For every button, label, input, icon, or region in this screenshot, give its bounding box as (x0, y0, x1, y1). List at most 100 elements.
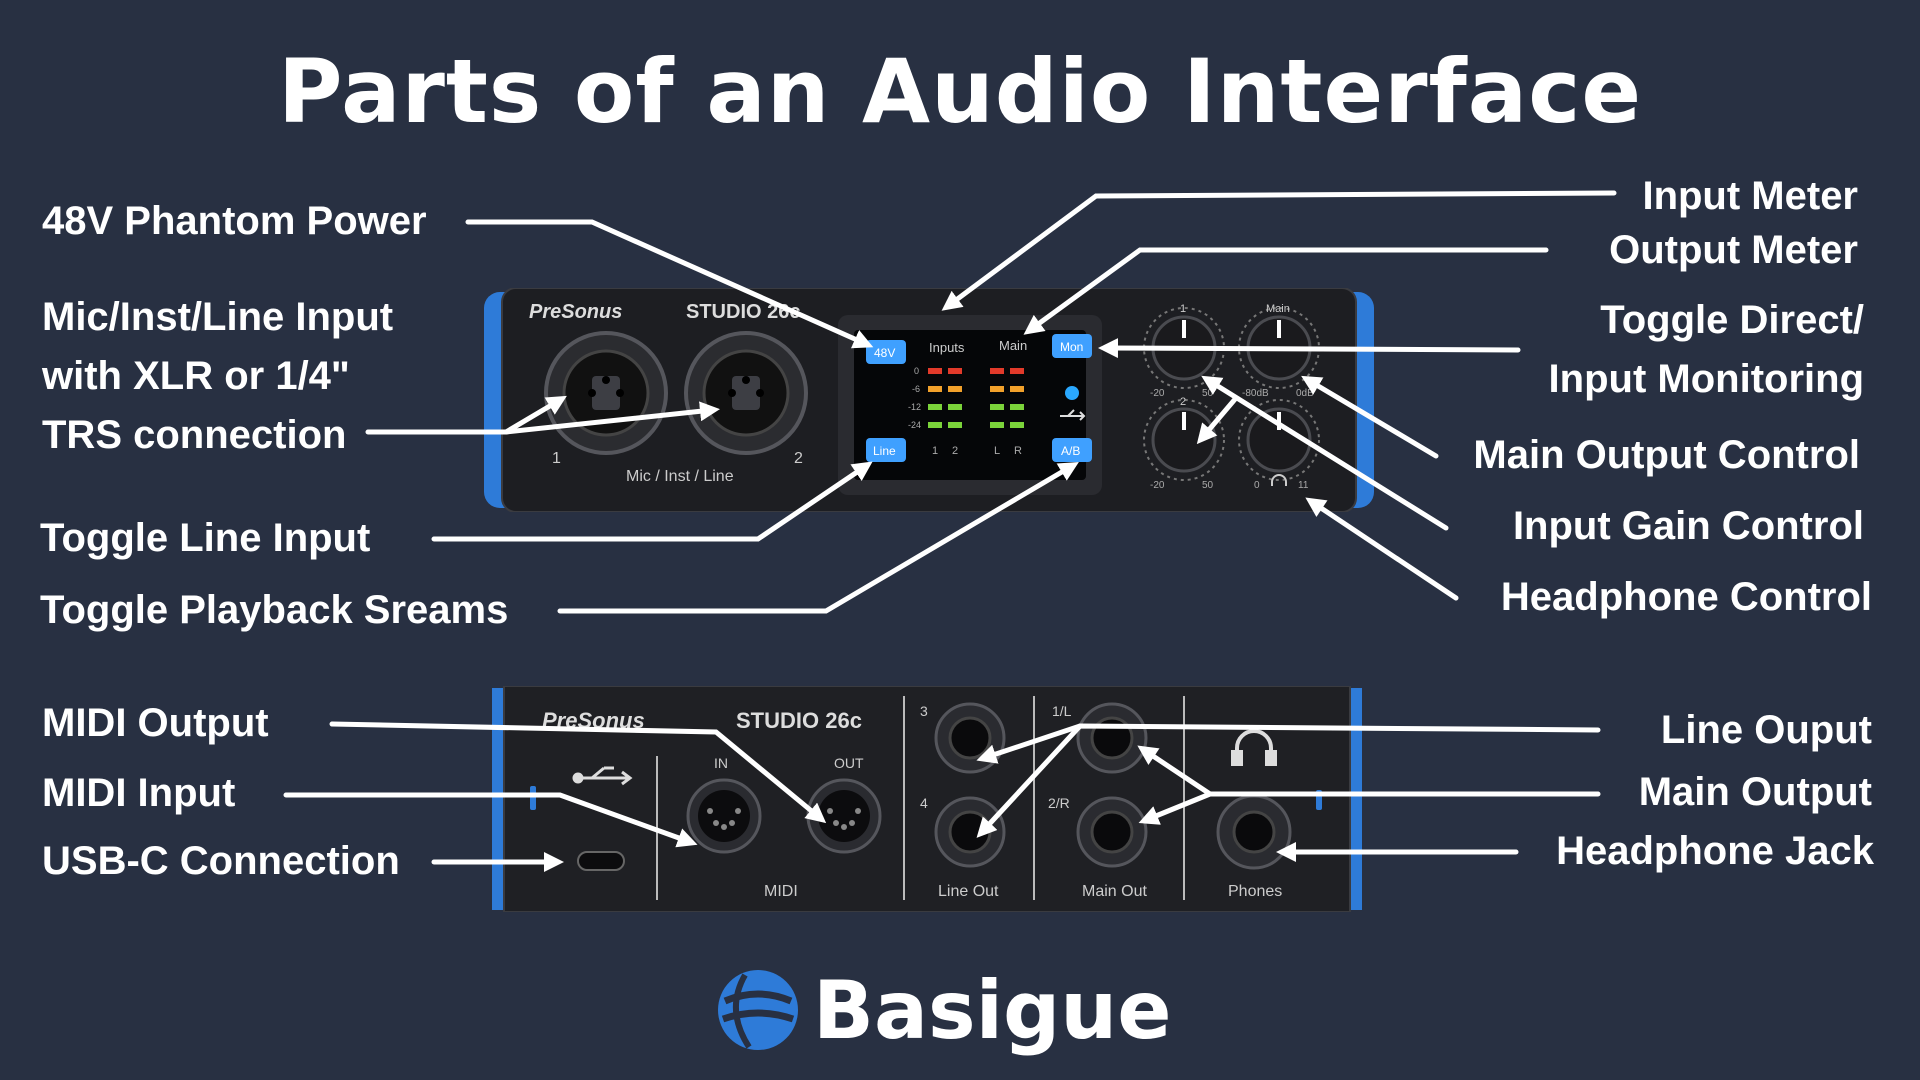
meter-scale-12: -12 (908, 402, 921, 412)
phones-label: Phones (1228, 883, 1282, 900)
input-meter (928, 368, 962, 428)
label-usbc: USB-C Connection (42, 839, 400, 883)
label-input-meter: Input Meter (1642, 174, 1858, 218)
front-model-label: STUDIO 26c (686, 301, 800, 323)
combo-input-2[interactable] (684, 331, 808, 455)
arrow-input-gain-b (1196, 395, 1239, 445)
main-min: -80dB (1242, 388, 1269, 399)
meter-l: L (994, 445, 1000, 457)
meter-scale-0: 0 (914, 366, 919, 376)
usb-status-led (1065, 386, 1079, 400)
rear-end-cap-left (492, 688, 506, 910)
meter-scale-24: -24 (908, 420, 921, 430)
meter-r: R (1014, 445, 1022, 457)
jack-1l-label: 1/L (1052, 703, 1072, 719)
rear-model-label: STUDIO 26c (736, 708, 862, 733)
label-main-output: Main Output (1638, 770, 1872, 814)
label-line-output: Line Ouput (1660, 708, 1872, 752)
ab-button-label: A/B (1061, 444, 1080, 458)
arrow-line-output-4 (976, 723, 1083, 838)
main-out-label: Main Out (1082, 883, 1147, 900)
front-brand-logo: PreSonus (529, 301, 622, 323)
output-meter (990, 368, 1024, 428)
display-inputs-label: Inputs (929, 340, 965, 355)
arrow-midi-input (283, 792, 698, 848)
phantom-48v-label: 48V (874, 346, 895, 360)
label-input-gain: Input Gain Control (1512, 504, 1864, 548)
mon-button-label: Mon (1060, 340, 1083, 354)
label-main-output-control: Main Output Control (1473, 433, 1860, 477)
arrow-phantom (465, 219, 874, 349)
label-mic-line-3: TRS connection (42, 413, 347, 457)
rear-panel: PreSonus STUDIO 26c IN OUT MIDI 3 4 (492, 686, 1362, 912)
display-screen (854, 330, 1086, 480)
rear-led-left (530, 786, 536, 810)
arrow-main-output-control (1301, 375, 1439, 459)
headphone-knob[interactable] (1238, 399, 1320, 481)
main-knob-label: Main (1266, 303, 1290, 315)
hp-max: 11 (1298, 480, 1309, 491)
arrow-toggle-direct (1098, 338, 1521, 359)
midi-out-label: OUT (834, 755, 864, 771)
label-toggle-playback: Toggle Playback Sreams (40, 588, 509, 632)
arrow-headphone-control (1305, 497, 1459, 601)
ab-button[interactable] (1052, 438, 1092, 462)
usb-icon-rear (572, 766, 633, 786)
input-number-1: 1 (552, 450, 561, 467)
usb-icon (1060, 409, 1086, 421)
knob1-number: 1 (1180, 303, 1186, 315)
midi-out-port[interactable] (806, 778, 882, 854)
front-panel: PreSonus STUDIO 26c 1 2 Mic / Inst / Lin… (484, 288, 1374, 512)
arrow-midi-output (329, 721, 827, 824)
midi-in-label: IN (714, 755, 728, 771)
knob2-number: 2 (1180, 396, 1186, 408)
gain2-max: 50 (1202, 480, 1214, 491)
midi-label: MIDI (764, 883, 798, 900)
page-title: Parts of an Audio Interface (277, 40, 1643, 143)
label-headphone-control: Headphone Control (1500, 575, 1872, 619)
label-output-meter: Output Meter (1609, 228, 1858, 272)
headphones-icon (1271, 474, 1287, 486)
label-toggle-direct-2: Input Monitoring (1548, 357, 1864, 401)
arrow-toggle-playback (557, 461, 1079, 614)
label-mic-line-2: with XLR or 1/4" (42, 354, 350, 398)
footer-brand: Basigue (813, 963, 1172, 1057)
hp-min: 0 (1254, 480, 1260, 491)
line-button[interactable] (866, 438, 906, 462)
arrow-input-gain-a (1201, 375, 1449, 531)
display-main-label: Main (999, 338, 1027, 353)
arrow-output-meter (1023, 247, 1549, 335)
jack-2r-label: 2/R (1048, 795, 1070, 811)
main-out-r-jack[interactable] (1076, 796, 1148, 868)
phantom-48v-button[interactable] (866, 340, 906, 364)
gain1-min: -20 (1150, 388, 1165, 399)
line-button-label: Line (873, 444, 896, 458)
midi-in-port[interactable] (686, 778, 762, 854)
headphones-icon-rear (1231, 729, 1277, 766)
arrow-mic-input-2 (503, 401, 720, 435)
label-toggle-line: Toggle Line Input (40, 516, 371, 560)
label-midi-input: MIDI Input (42, 771, 236, 815)
jack-3-label: 3 (920, 703, 928, 719)
arrow-main-output-r (1138, 791, 1213, 825)
gain2-min: -20 (1150, 480, 1165, 491)
input-number-2: 2 (794, 450, 803, 467)
meter-scale-6: -6 (912, 384, 920, 394)
footer-logo: Basigue (715, 955, 1171, 1065)
rear-body (503, 686, 1351, 912)
meter-ch2: 2 (952, 445, 958, 457)
usb-c-port[interactable] (577, 851, 625, 871)
arrow-input-meter (941, 190, 1617, 311)
label-toggle-direct-1: Toggle Direct/ (1600, 298, 1864, 342)
mon-button[interactable] (1052, 334, 1092, 358)
label-phantom-power: 48V Phantom Power (42, 199, 427, 243)
line-out-label: Line Out (938, 883, 999, 900)
jack-4-label: 4 (920, 795, 928, 811)
globe-logo-icon (718, 970, 798, 1050)
arrow-toggle-line (431, 461, 873, 542)
input-caption: Mic / Inst / Line (626, 468, 734, 485)
label-midi-output: MIDI Output (42, 701, 269, 745)
meter-ch1: 1 (932, 445, 938, 457)
